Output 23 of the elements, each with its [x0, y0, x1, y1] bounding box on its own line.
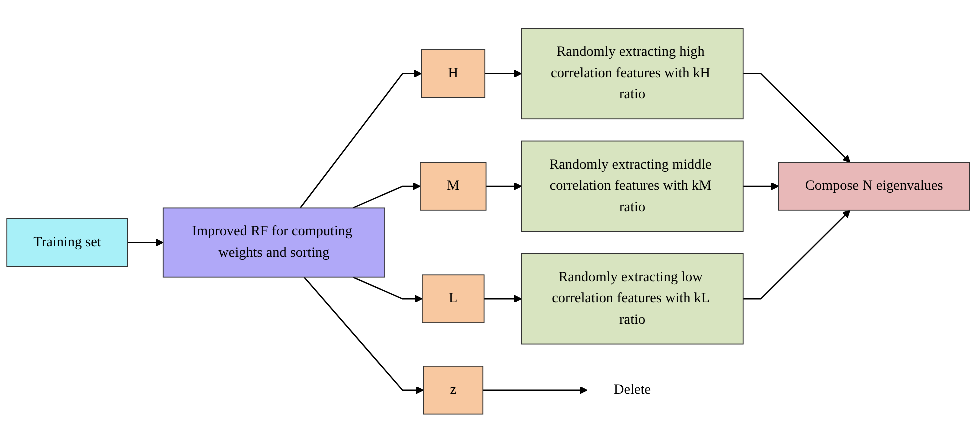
node-box: Randomly extracting low correlation features with kL ratio	[521, 253, 744, 345]
node-box: Randomly extracting middle correlation features with kM ratio	[521, 140, 744, 232]
node-box: H	[421, 50, 486, 98]
node-box: Randomly extracting high correlation features with kH ratio	[521, 28, 744, 120]
arrow	[743, 182, 780, 190]
arrow	[352, 276, 423, 303]
arrow	[300, 70, 422, 209]
node-text: Delete	[614, 382, 652, 398]
arrow	[304, 276, 424, 394]
node-box: Training set	[6, 218, 128, 268]
arrow	[486, 182, 522, 190]
node-box: L	[422, 274, 485, 324]
arrow	[743, 210, 851, 300]
arrow	[484, 295, 522, 303]
arrow	[352, 182, 421, 209]
arrow	[743, 73, 851, 163]
node-box: Compose N eigenvalues	[778, 162, 970, 211]
node-box: Improved RF for computing weights and sorting	[162, 208, 386, 278]
node-box: M	[420, 162, 487, 211]
arrow	[485, 70, 522, 78]
node-box: z	[423, 366, 484, 415]
arrow	[483, 386, 588, 394]
arrow	[128, 238, 164, 247]
